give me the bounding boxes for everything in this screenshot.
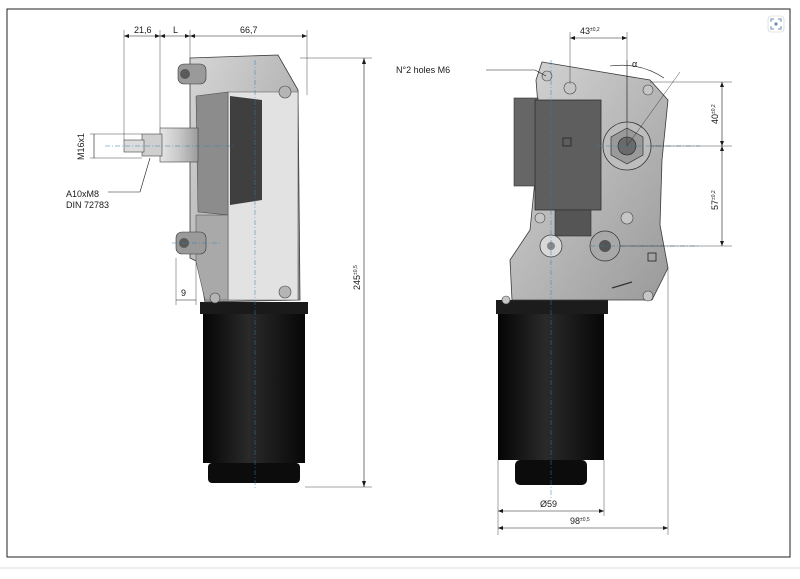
side-view-dimensions: 21,6 L 66,7 M16x1 A10xM8 DIN 72783 9 245…	[66, 25, 372, 488]
fullscreen-icon[interactable]	[767, 15, 785, 33]
connector-block	[534, 99, 602, 211]
dim-43: 43±0,2	[580, 26, 600, 36]
motor-endcap-side	[208, 463, 300, 483]
dim-57: 57±0,2	[710, 190, 720, 210]
sheet-border	[6, 8, 791, 558]
dim-alpha: α	[632, 59, 637, 69]
output-shaft	[123, 139, 145, 153]
front-view	[496, 60, 700, 500]
dim-245: 245±0,5	[352, 265, 362, 290]
front-view-dimensions: 43±0,2 N°2 holes M6 α 40±0,2 57±0,2 Ø59 …	[396, 26, 732, 535]
dim-98: 98±0,5	[570, 516, 590, 526]
dim-40: 40±0,2	[710, 104, 720, 124]
dim-21-6: 21,6	[134, 25, 152, 35]
dim-phi59: Ø59	[540, 499, 557, 509]
dim-L: L	[173, 25, 178, 35]
motor-body-front	[498, 310, 604, 460]
callout-shaft-2: DIN 72783	[66, 200, 109, 210]
callout-shaft-1: A10xM8	[66, 189, 99, 199]
dim-66-7: 66,7	[240, 25, 258, 35]
dim-M16x1: M16x1	[76, 133, 86, 160]
dim-9: 9	[181, 288, 186, 298]
motor-body-side	[203, 308, 305, 463]
callout-holes: N°2 holes M6	[396, 65, 450, 75]
side-view	[105, 54, 308, 490]
output-shaft-collar	[159, 127, 199, 163]
